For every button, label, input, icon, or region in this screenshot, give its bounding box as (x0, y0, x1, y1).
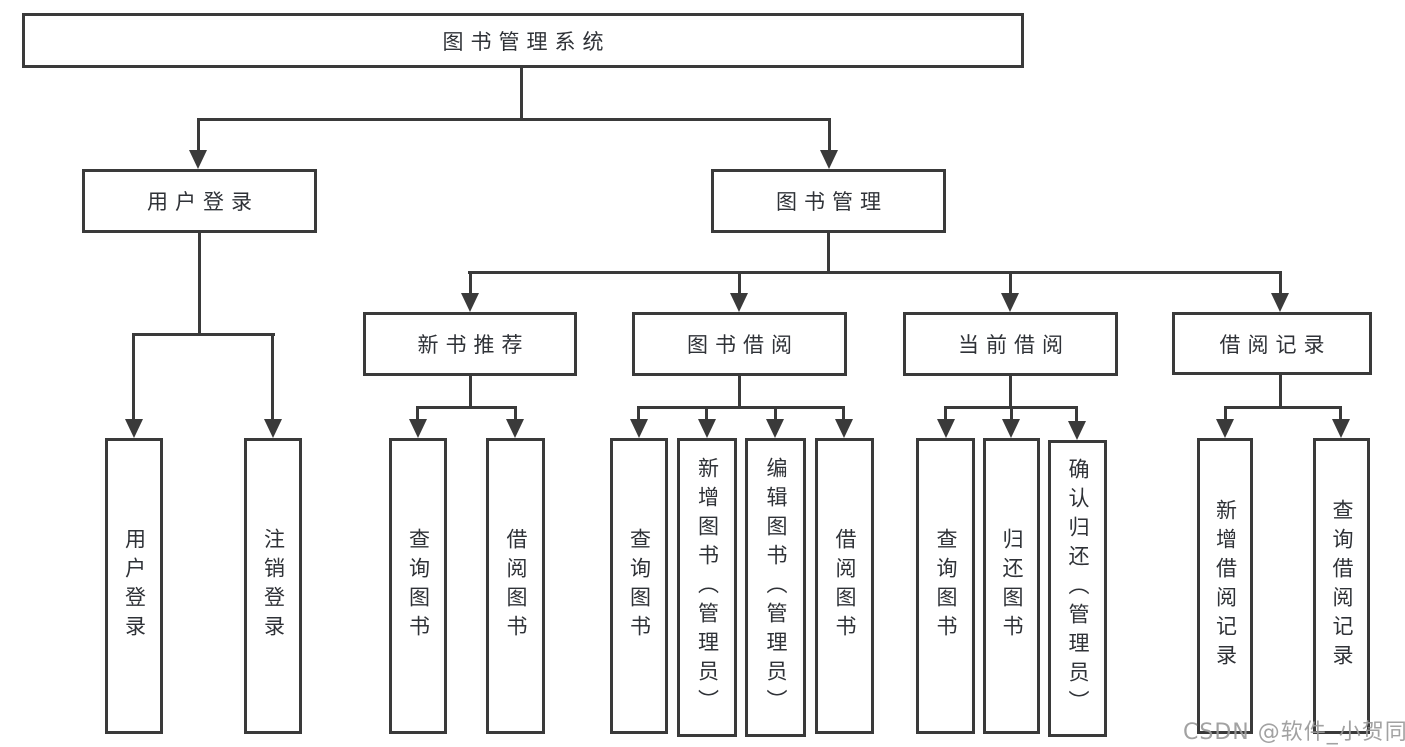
leaf-bb-edit-book-admin: 编辑图书（管理员） (745, 438, 806, 737)
node-current-borrow: 当前借阅 (903, 312, 1118, 376)
connector-bb-leaf3 (774, 406, 777, 421)
arrow-down-icon (1216, 419, 1234, 438)
leaf-br-query-record: 查询借阅记录 (1313, 438, 1370, 734)
connector-to-book-management (828, 118, 831, 152)
connector-br-rail (1224, 406, 1342, 409)
leaf-cb-confirm-return-admin: 确认归还（管理员） (1048, 440, 1107, 737)
connector-to-login-group (197, 118, 200, 152)
connector-br-leaf2 (1339, 406, 1342, 421)
leaf-bb-query-book: 查询图书 (610, 438, 668, 734)
leaf-user-login-label: 用户登录 (122, 528, 147, 644)
csdn-watermark: CSDN @软件_小贺同学 (1183, 720, 1405, 745)
node-new-book-recommend-label: 新书推荐 (417, 333, 530, 357)
leaf-cb-confirm-return-admin-label: 确认归还（管理员） (1066, 458, 1090, 719)
arrow-down-icon (730, 293, 748, 312)
arrow-down-icon (766, 419, 784, 438)
arrow-down-icon (820, 150, 838, 169)
connector-level3-rail (468, 271, 1282, 274)
connector-nbr-stem (469, 376, 472, 409)
leaf-bb-borrow-book-label: 借阅图书 (833, 528, 857, 644)
connector-cb-stem (1009, 376, 1012, 409)
node-new-book-recommend: 新书推荐 (363, 312, 577, 376)
connector-to-new-book-recommend (469, 271, 472, 295)
connector-br-stem (1279, 375, 1282, 409)
arrow-down-icon (630, 419, 648, 438)
arrow-down-icon (409, 419, 427, 438)
connector-to-logout (271, 333, 274, 419)
connector-cb-leaf3 (1075, 406, 1078, 421)
connector-bb-stem (738, 376, 741, 409)
connector-bb-rail (637, 406, 845, 409)
connector-cb-leaf1 (944, 406, 947, 421)
node-current-borrow-label: 当前借阅 (958, 333, 1070, 357)
leaf-logout: 注销登录 (244, 438, 302, 734)
arrow-down-icon (1002, 419, 1020, 438)
connector-bb-leaf4 (842, 406, 845, 421)
connector-book-mgmt-stem (827, 233, 830, 274)
arrow-down-icon (1001, 293, 1019, 312)
leaf-nbr-query-book-label: 查询图书 (406, 528, 431, 644)
node-root: 图书管理系统 (22, 13, 1024, 68)
leaf-cb-return-book: 归还图书 (983, 438, 1040, 734)
leaf-bb-edit-book-admin-label: 编辑图书（管理员） (764, 457, 788, 718)
leaf-cb-query-book-label: 查询图书 (934, 528, 958, 644)
connector-bb-leaf1 (637, 406, 640, 421)
leaf-user-login: 用户登录 (105, 438, 163, 734)
node-book-borrow-label: 图书借阅 (687, 333, 799, 357)
node-root-label: 图书管理系统 (442, 29, 611, 54)
connector-br-leaf1 (1224, 406, 1227, 421)
arrow-down-icon (1068, 421, 1086, 440)
arrow-down-icon (506, 419, 524, 438)
connector-nbr-leaf2 (514, 406, 517, 421)
leaf-br-add-record-label: 新增借阅记录 (1213, 499, 1238, 673)
connector-to-book-borrow (738, 271, 741, 295)
connector-login-rail (132, 333, 275, 336)
arrow-down-icon (835, 419, 853, 438)
connector-login-group-stem (198, 233, 201, 336)
arrow-down-icon (264, 419, 282, 438)
arrow-down-icon (698, 419, 716, 438)
connector-to-borrow-record (1279, 271, 1282, 295)
leaf-cb-return-book-label: 归还图书 (1000, 528, 1024, 644)
node-login-group-label: 用户登录 (147, 190, 259, 214)
node-book-management-label: 图书管理 (776, 190, 888, 214)
connector-nbr-rail (416, 406, 517, 409)
arrow-down-icon (125, 419, 143, 438)
leaf-bb-borrow-book: 借阅图书 (815, 438, 874, 734)
connector-to-current-borrow (1009, 271, 1012, 295)
leaf-br-add-record: 新增借阅记录 (1197, 438, 1253, 734)
connector-nbr-leaf1 (416, 406, 419, 421)
leaf-bb-query-book-label: 查询图书 (627, 528, 652, 644)
leaf-nbr-borrow-book-label: 借阅图书 (504, 528, 528, 644)
arrow-down-icon (1271, 293, 1289, 312)
node-login-group: 用户登录 (82, 169, 317, 233)
leaf-nbr-borrow-book: 借阅图书 (486, 438, 545, 734)
connector-bb-leaf2 (705, 406, 708, 421)
leaf-nbr-query-book: 查询图书 (389, 438, 447, 734)
node-book-borrow: 图书借阅 (632, 312, 847, 376)
connector-root-stem (520, 68, 523, 119)
node-borrow-record: 借阅记录 (1172, 312, 1372, 375)
arrow-down-icon (1332, 419, 1350, 438)
connector-level2-rail (197, 118, 831, 121)
arrow-down-icon (937, 419, 955, 438)
connector-cb-leaf2 (1010, 406, 1013, 421)
node-borrow-record-label: 借阅记录 (1219, 332, 1332, 357)
leaf-cb-query-book: 查询图书 (916, 438, 975, 734)
arrow-down-icon (461, 293, 479, 312)
leaf-bb-add-book-admin-label: 新增图书（管理员） (695, 457, 720, 718)
leaf-logout-label: 注销登录 (261, 528, 286, 644)
leaf-br-query-record-label: 查询借阅记录 (1330, 499, 1354, 673)
arrow-down-icon (189, 150, 207, 169)
node-book-management: 图书管理 (711, 169, 946, 233)
leaf-bb-add-book-admin: 新增图书（管理员） (677, 438, 737, 737)
connector-to-user-login (132, 333, 135, 419)
